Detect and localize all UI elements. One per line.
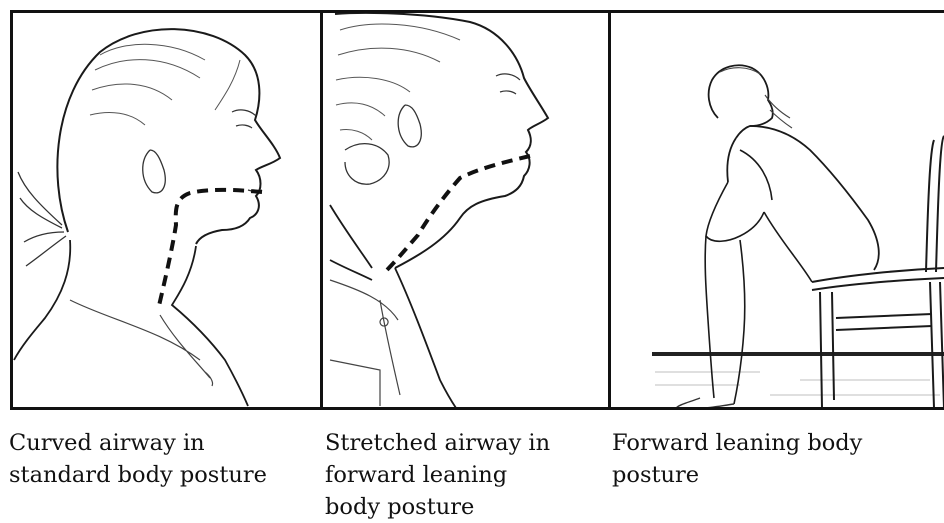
ponytail-sketch bbox=[345, 144, 389, 185]
panel-stretched-airway bbox=[330, 13, 548, 408]
panel-border-2 bbox=[322, 12, 610, 409]
collar-sketch bbox=[70, 300, 213, 386]
caption-forward-leaning: Forward leaning body posture bbox=[612, 427, 944, 491]
caption-standard-posture: Curved airway in standard body posture bbox=[9, 427, 309, 491]
airway-dashed-curved bbox=[158, 190, 262, 310]
ear-sketch bbox=[398, 105, 421, 147]
hair-strands bbox=[90, 44, 240, 125]
collar-sketch bbox=[330, 280, 400, 406]
chair-sketch bbox=[812, 136, 944, 408]
floor-texture bbox=[655, 372, 940, 395]
panel-forward-leaning bbox=[652, 65, 944, 408]
feet-sketch bbox=[676, 398, 734, 408]
panel-standard-posture bbox=[14, 29, 280, 406]
neck-shoulder-outline bbox=[14, 240, 248, 406]
panel-border-1 bbox=[12, 12, 322, 409]
head-profile-outline bbox=[57, 29, 280, 244]
head-profile-outline-tilted bbox=[335, 13, 548, 268]
ear-sketch bbox=[143, 150, 166, 193]
hair-strands bbox=[720, 68, 792, 128]
neck-shoulder-outline bbox=[330, 205, 456, 408]
caption-stretched-airway: Stretched airway in forward leaning body… bbox=[325, 427, 605, 523]
eye-brow-sketch bbox=[496, 74, 520, 94]
floor-line bbox=[652, 352, 944, 356]
eye-brow-sketch bbox=[232, 110, 256, 128]
panel-border-3 bbox=[610, 12, 944, 409]
airway-dashed-straight bbox=[385, 156, 530, 272]
torso-outline bbox=[727, 126, 879, 270]
arms-outline bbox=[706, 150, 772, 241]
